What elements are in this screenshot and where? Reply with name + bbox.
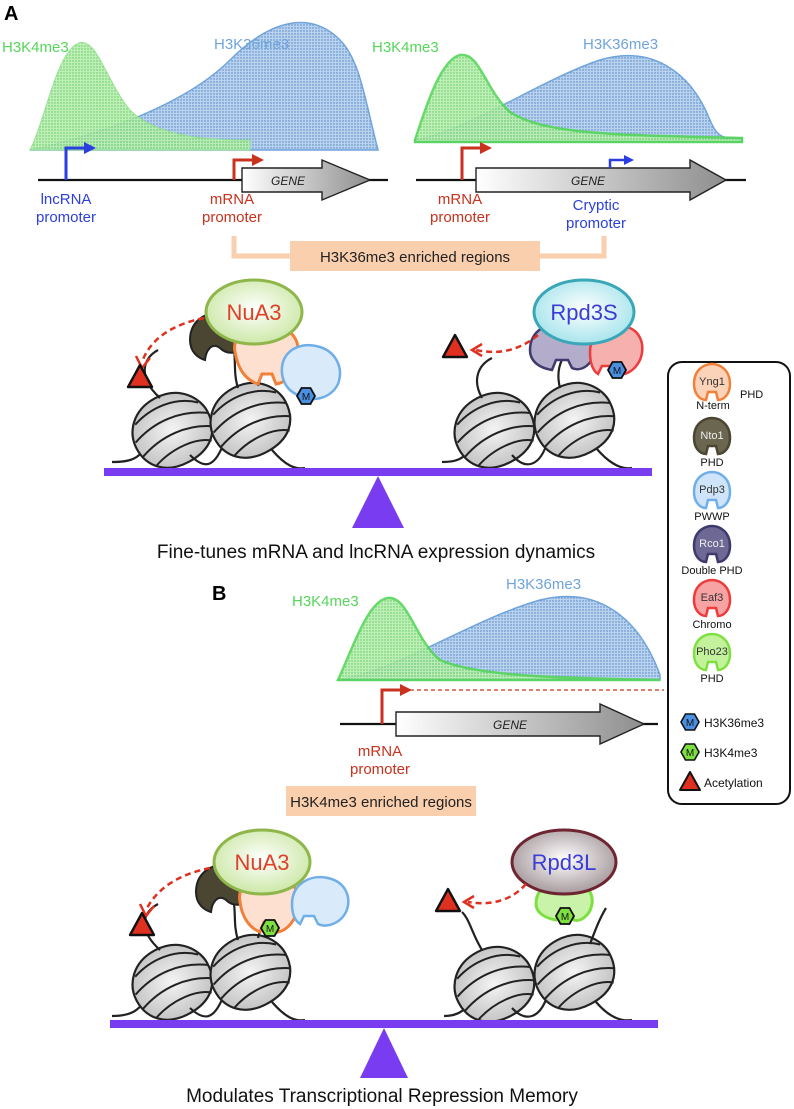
a-enriched-bracket [231, 236, 607, 271]
legend-domain: PHD [700, 457, 723, 469]
a-right-gene-label: GENE [571, 174, 606, 188]
a-left-mrna-promoter-arrow [232, 154, 264, 180]
svg-text:M: M [302, 392, 310, 403]
a-right-acetylation [441, 333, 539, 359]
b-rpd3l-complex: M [510, 828, 618, 925]
legend-shape-pdp3 [692, 470, 732, 510]
a-cryptic-promoter-arrow [608, 155, 634, 168]
a-right-nucleosomes [440, 351, 633, 482]
b-right-acetylation [434, 883, 527, 913]
b-left-acetylation [128, 866, 211, 937]
legend-domain: PHD [700, 673, 723, 685]
a-rpd3s-label: Rpd3S [550, 300, 617, 325]
b-gene-arrow [395, 702, 646, 746]
a-caption: Fine-tunes mRNA and lncRNA expression dy… [157, 542, 595, 563]
a-nua3-complex: M [188, 278, 342, 405]
b-mrna-promoter-line1: mRNA [358, 743, 402, 760]
a-right-mrna-promoter-arrow [460, 142, 492, 180]
b-mrna-promoter-arrow [380, 684, 412, 724]
panel-b-profile [336, 595, 661, 682]
legend-mark-acetylation: Acetylation [679, 771, 763, 791]
a-right-h3k4-label: H3K4me3 [372, 39, 439, 56]
a-left-gene-label: GENE [271, 174, 306, 188]
a-left-mrna-promoter-line2: promoter [202, 209, 262, 226]
legend-shape-nto1 [692, 416, 732, 456]
b-seesaw-fulcrum [360, 1028, 408, 1078]
a-right-mrna-promoter-line1: mRNA [438, 191, 482, 208]
b-caption: Modulates Transcriptional Repression Mem… [186, 1086, 578, 1107]
svg-text:M: M [266, 924, 274, 935]
a-seesaw-fulcrum [352, 476, 404, 528]
b-nua3-complex: M [194, 828, 350, 937]
b-h3k4-label: H3K4me3 [292, 593, 359, 610]
svg-text:M: M [561, 912, 569, 923]
legend-name: Yng1 [699, 376, 725, 388]
legend-mark-label: H3K4me3 [704, 746, 758, 760]
svg-text:M: M [613, 366, 621, 377]
legend-shape-pho23 [692, 632, 732, 672]
a-cryptic-promoter-line1: Cryptic [573, 197, 620, 214]
legend-shape-rco1 [692, 524, 732, 564]
b-enriched-bracket-label: H3K4me3 enriched regions [290, 794, 472, 811]
panel-a-label: A [4, 3, 18, 25]
legend-name: Rco1 [699, 538, 725, 550]
b-nua3-label: NuA3 [234, 850, 289, 875]
a-rpd3s-complex: M [528, 278, 644, 379]
a-left-acetylation [126, 316, 205, 389]
a-left-mrna-promoter-line1: mRNA [210, 191, 254, 208]
a-left-h3k36-label: H3K36me3 [214, 36, 289, 53]
a-left-h3k4-label: H3K4me3 [2, 39, 69, 56]
legend-name: Pdp3 [699, 484, 725, 496]
a-lnc-promoter-line1: lncRNA [41, 191, 92, 208]
legend-domain: PWWP [694, 511, 729, 523]
a-nua3-label: NuA3 [226, 300, 281, 325]
b-rpd3l-label: Rpd3L [532, 850, 597, 875]
a-cryptic-promoter-line2: promoter [566, 215, 626, 232]
panel-a-right-profile [413, 53, 744, 144]
legend-mark-h3k4me3: M H3K4me3 [680, 743, 758, 761]
b-right-nucleosomes [440, 907, 633, 1036]
panel-b-label: B [212, 583, 226, 605]
legend-name: Pho23 [696, 646, 728, 658]
methyl-hex-icon [680, 713, 700, 731]
methyl-hex-icon [680, 743, 700, 761]
a-lnc-promoter-arrow [64, 142, 96, 180]
acetylation-icon [679, 771, 701, 791]
legend-name: Nto1 [700, 430, 723, 442]
b-gene-label: GENE [493, 718, 528, 732]
legend [667, 361, 791, 805]
a-left-gene-arrow [241, 158, 372, 202]
a-lnc-promoter-line2: promoter [36, 209, 96, 226]
legend-mark-label: H3K36me3 [704, 716, 764, 730]
legend-mark-h3k36me3: M H3K36me3 [680, 713, 764, 731]
legend-domain: PHD [740, 389, 763, 401]
b-h3k36-label: H3K36me3 [506, 576, 581, 593]
legend-mark-label: Acetylation [704, 776, 763, 790]
legend-domain: Double PHD [681, 565, 742, 577]
legend-shape-yng1 [692, 362, 732, 402]
methyl-symbol: M [686, 748, 694, 759]
legend-domain: Chromo [692, 619, 731, 631]
a-right-mrna-promoter-line2: promoter [430, 209, 490, 226]
a-right-h3k36-label: H3K36me3 [583, 36, 658, 53]
legend-shape-eaf3 [692, 578, 732, 618]
b-seesaw-beam [110, 1020, 658, 1028]
a-right-gene-arrow [475, 158, 728, 202]
a-seesaw-beam [104, 468, 652, 476]
legend-name: Eaf3 [701, 592, 724, 604]
b-enriched-bracket [286, 786, 476, 816]
b-mrna-promoter-line2: promoter [350, 761, 410, 778]
a-enriched-bracket-label: H3K36me3 enriched regions [320, 249, 510, 266]
methyl-symbol: M [686, 718, 694, 729]
legend-extra: N-term [696, 400, 730, 412]
panel-a-left-profile [29, 21, 379, 151]
